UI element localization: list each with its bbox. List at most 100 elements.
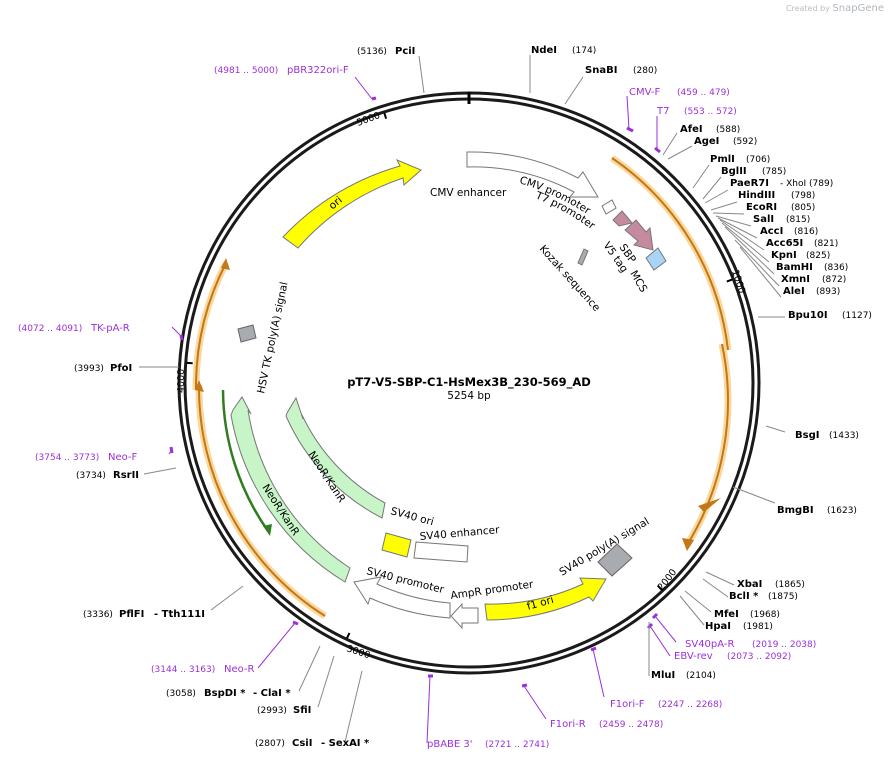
- feature-label-mcs: MCS: [627, 269, 649, 295]
- v5-tag-feature: [612, 210, 633, 227]
- primer-label-neo-f: (3754 .. 3773)Neo-F: [35, 452, 138, 463]
- site-name-sexai: - SexAI *: [321, 738, 370, 749]
- primer-mark-f1ori-r: [521, 683, 528, 688]
- site-label-bsgi: BsgI (1433): [795, 430, 859, 441]
- site-pos-pcii: (5136): [357, 47, 387, 57]
- site-pos-sali: (815): [786, 215, 810, 225]
- hsv-tk-polya-feature: [237, 324, 257, 343]
- backbone-tick-2000: [657, 585, 663, 591]
- site-name-bsgi: BsgI: [795, 430, 819, 441]
- site-name-tth111i: - Tth111I: [154, 609, 205, 620]
- primer-leader-lines: [168, 76, 677, 744]
- site-pos-afei: (588): [716, 125, 740, 135]
- site-label-rsrii: (3734)RsrII: [76, 470, 139, 481]
- site-name-pfoi: PfoI: [110, 363, 132, 374]
- site-name-bmgbi: BmgBI: [777, 505, 814, 516]
- tick-label-4000: 4000: [176, 369, 187, 393]
- site-name-csii: CsiI: [292, 738, 312, 749]
- site-pos-hindiii: (798): [791, 191, 815, 201]
- site-label-bpu10i: Bpu10I(1127): [788, 310, 872, 321]
- t7-promoter-feature: [601, 199, 617, 215]
- site-name-agei: AgeI: [694, 136, 719, 147]
- primer-label-cmv-f: CMV-F (459 .. 479): [629, 87, 730, 98]
- primer-name-neo-r: Neo-R: [224, 664, 255, 675]
- ampr-promoter-feature: [450, 602, 479, 630]
- site-label-ndei: NdeI(174): [531, 45, 596, 56]
- site-pos-bmgbi: (1623): [827, 506, 857, 516]
- primer-name-sv40pa-r: SV40pA-R: [685, 639, 734, 650]
- site-label-bglii: BglII(785): [721, 166, 786, 177]
- primer-range-t7: (553 .. 572): [684, 107, 737, 117]
- site-label-paer7i-xhoi: PaeR7I- XhoI (789): [730, 178, 833, 189]
- neo-outer-feature: [230, 396, 351, 583]
- tick-label-1000: 1000: [729, 269, 747, 295]
- primer-label-tk-pa-r: (4072 .. 4091)TK-pA-R: [18, 323, 130, 334]
- primer-name-f1ori-f: F1ori-F: [610, 699, 645, 710]
- site-pos-hpai: (1981): [743, 622, 773, 632]
- primer-range-cmv-f: (459 .. 479): [677, 88, 730, 98]
- sv40-enhancer-feature: [413, 541, 469, 563]
- site-label-csii: (2807)CsiI- SexAI *: [255, 738, 370, 749]
- tick-label-3000: 3000: [345, 643, 371, 661]
- site-label-agei: AgeI(592): [694, 136, 757, 147]
- site-label-mfei: MfeI(1968): [714, 609, 780, 620]
- primer-label-pbr322ori-f: (4981 .. 5000)pBR322ori-F: [214, 65, 349, 76]
- orf-arc-green: [221, 389, 272, 536]
- orf-arc-left: [192, 258, 327, 619]
- mcs-feature: [645, 247, 667, 271]
- site-pos-mlui: (2104): [686, 671, 716, 681]
- site-name-pcii: PciI: [395, 46, 415, 57]
- site-name-bamhi: BamHI: [776, 262, 813, 273]
- site-label-acc65i: Acc65I(821): [766, 238, 838, 249]
- site-name-bpu10i: Bpu10I: [788, 310, 828, 321]
- primer-label-f1ori-f: F1ori-F (2247 .. 2268): [610, 699, 722, 710]
- primer-label-sv40pa-r: SV40pA-R(2019 .. 2038): [685, 639, 816, 650]
- primer-mark-t7: [654, 146, 661, 154]
- site-name-clai: - ClaI *: [253, 688, 291, 699]
- site-pos-pflfi: (3336): [83, 610, 113, 620]
- primer-mark-cmv-f: [626, 126, 634, 133]
- primer-mark-pbr322: [371, 96, 377, 101]
- primer-range-f1ori-f: (2247 .. 2268): [658, 700, 722, 710]
- primer-name-neo-f: Neo-F: [108, 452, 138, 463]
- site-pos-bsgi: (1433): [829, 431, 859, 441]
- site-name-xmni: XmnI: [781, 274, 810, 285]
- site-pos-ecori: (805): [791, 203, 815, 213]
- site-label-hindiii: HindIII(798): [738, 190, 815, 201]
- site-pos-bcli: (1875): [768, 592, 798, 602]
- backbone-tick-1000: [726, 278, 733, 283]
- site-label-bcli: BclI *(1875): [729, 591, 798, 602]
- backbone-tick-3000: [345, 632, 351, 639]
- site-label-xmni: XmnI(872): [781, 274, 846, 285]
- primer-name-f1ori-r: F1ori-R: [550, 719, 586, 730]
- site-pos-kpni: (825): [806, 251, 830, 261]
- primer-mark-neo-r: [292, 620, 299, 626]
- site-name-mlui: MluI: [651, 670, 675, 681]
- sv40-ori-feature: [381, 532, 412, 558]
- site-name-acci: AccI: [760, 226, 783, 237]
- sv40-polya-feature: [597, 543, 633, 577]
- site-label-bamhi: BamHI (836): [776, 262, 848, 273]
- site-pos-sfii: (2993): [257, 706, 287, 716]
- primer-name-cmv-f: CMV-F: [629, 87, 660, 98]
- site-name-snabi: SnaBI: [585, 65, 617, 76]
- primer-label-pbabe: pBABE 3'(2721 .. 2741): [427, 739, 549, 750]
- site-label-bmgbi: BmgBI (1623): [777, 505, 857, 516]
- backbone-tick-5000: [383, 112, 388, 119]
- f1-ori-feature: [484, 577, 607, 621]
- site-pos-pmli: (706): [746, 155, 770, 165]
- primer-label-f1ori-r: F1ori-R(2459 .. 2478): [550, 719, 663, 730]
- site-label-pmli: PmlI (706): [710, 154, 770, 165]
- site-pos-bamhi: (836): [824, 263, 848, 273]
- site-pos-bspdi: (3058): [166, 689, 196, 699]
- site-name-pmli: PmlI: [710, 154, 735, 165]
- site-label-sfii: (2993)SfiI: [257, 705, 311, 716]
- site-name-mfei: MfeI: [714, 609, 739, 620]
- site-name-hpai: HpaI: [705, 621, 731, 632]
- watermark-prefix: Created by: [785, 4, 830, 13]
- site-name-ndei: NdeI: [531, 45, 557, 56]
- site-label-bspdi: (3058)BspDI *- ClaI *: [166, 688, 291, 699]
- site-pos-snabi: (280): [633, 66, 657, 76]
- site-label-kpni: KpnI(825): [771, 250, 830, 261]
- orf-arc-right: [610, 155, 732, 551]
